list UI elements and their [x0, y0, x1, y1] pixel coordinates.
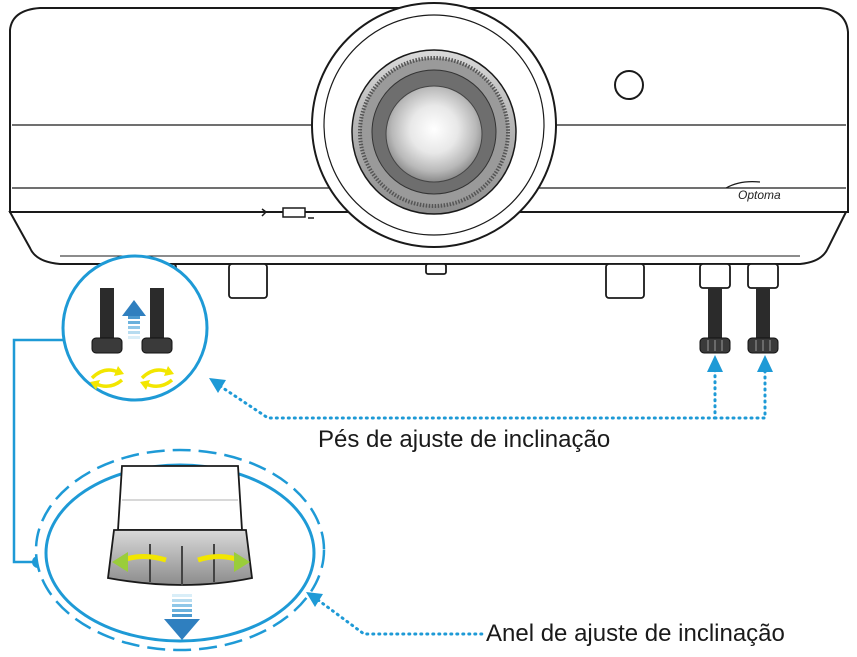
- zoom-circle-feet: [61, 254, 209, 402]
- io-port-icon: [261, 207, 314, 219]
- tilt-foot-right-2: [747, 288, 779, 354]
- callout-arrowheads: [209, 355, 773, 607]
- brand-swoosh-icon: [725, 181, 761, 189]
- tilt-ring: [107, 529, 253, 586]
- callout-lines: [218, 368, 767, 636]
- power-button-icon: [614, 70, 644, 100]
- down-arrow-icon: [164, 594, 200, 640]
- rotate-arrows-icon: [90, 366, 174, 390]
- label-tilt-ring: Anel de ajuste de inclinação: [486, 620, 785, 647]
- label-tilt-feet: Pés de ajuste de inclinação: [318, 426, 611, 453]
- up-arrow-icon: [122, 300, 146, 339]
- zoom-connector-line: [12, 338, 63, 564]
- projector-base-blocks: [97, 263, 779, 299]
- brand-logo: Optoma: [738, 188, 781, 202]
- tilt-foot-right-1: [699, 288, 731, 354]
- lens-assembly: [311, 2, 557, 248]
- ring-rotate-arrows-icon: [112, 552, 250, 572]
- zoom-circle-ring: [34, 448, 326, 652]
- lens-glass: [385, 85, 483, 183]
